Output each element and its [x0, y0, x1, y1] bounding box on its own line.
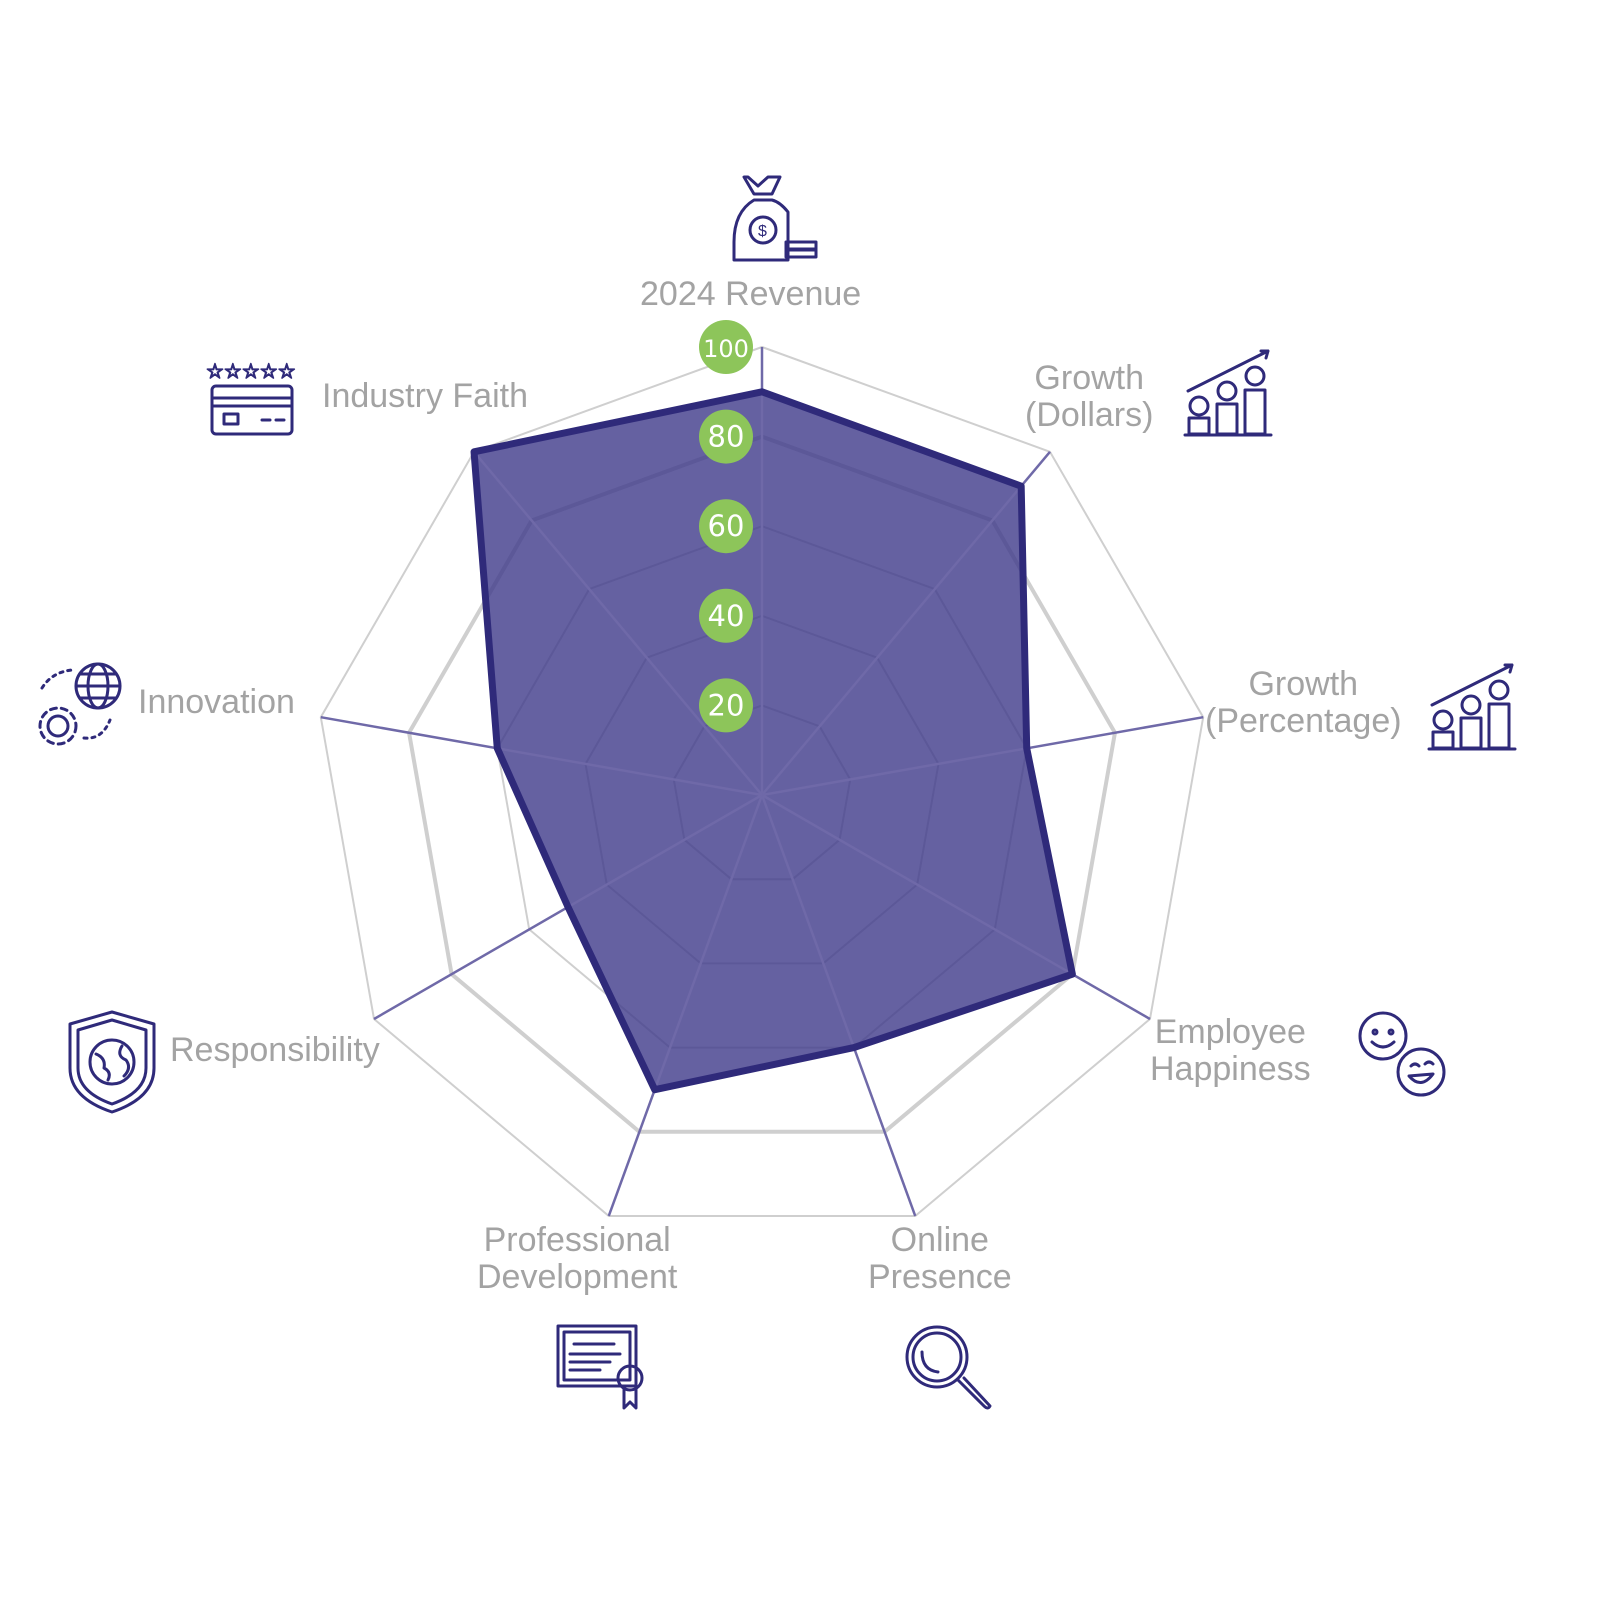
label-line: Professional	[483, 1221, 671, 1259]
label-line: Employee	[1154, 1013, 1306, 1051]
tick-badge	[699, 409, 753, 464]
tick-badge	[699, 588, 753, 643]
tick-label: 80	[708, 420, 745, 454]
svg-text:$: $	[758, 223, 767, 240]
tick-label: 40	[708, 599, 745, 633]
label-line: Development	[477, 1258, 678, 1296]
label-line: Responsibility	[170, 1031, 380, 1069]
axis-spoke	[761, 793, 1151, 1021]
axis-spoke	[760, 794, 917, 1217]
money-bag-icon: $	[728, 172, 823, 269]
label-line: 2024 Revenue	[640, 275, 862, 313]
label-line: (Percentage)	[1205, 702, 1402, 740]
data-point	[473, 450, 476, 453]
label-line: Online	[890, 1221, 989, 1259]
data-area	[474, 391, 1073, 1090]
axis-spoke	[761, 715, 1204, 797]
data-point	[852, 1046, 855, 1049]
axis-spoke	[473, 451, 763, 796]
axis-label-responsibility: Responsibility	[170, 1032, 380, 1069]
axis-spoke	[320, 715, 763, 797]
label-line: Happiness	[1150, 1050, 1311, 1088]
smiley-faces-icon	[1355, 1008, 1450, 1108]
tick-badge	[699, 320, 753, 374]
data-point	[1020, 485, 1023, 488]
svg-text:☆☆☆☆☆: ☆☆☆☆☆	[206, 361, 296, 383]
coins-growth-icon	[1183, 346, 1275, 443]
data-point	[1071, 973, 1074, 976]
data-point	[761, 390, 763, 393]
tick-badge	[699, 499, 753, 554]
axis-spoke	[607, 794, 764, 1217]
label-line: Growth	[1034, 359, 1145, 397]
tick-label: 60	[708, 509, 745, 543]
magnifier-icon	[902, 1322, 997, 1422]
certificate-icon	[554, 1322, 649, 1422]
coins-growth-icon	[1427, 660, 1519, 757]
data-point	[653, 1088, 656, 1091]
grid-ring-80	[406, 434, 1118, 1134]
globe-gear-icon	[32, 658, 127, 758]
label-line: Industry Faith	[322, 377, 528, 415]
shield-globe-icon	[66, 1008, 161, 1123]
label-line: Presence	[868, 1258, 1012, 1296]
axis-label-revenue: 2024 Revenue	[640, 276, 861, 313]
data-point	[567, 906, 570, 908]
data-point	[1025, 747, 1028, 750]
axis-label-growth-percentage: Growth(Percentage)	[1205, 666, 1402, 740]
label-line: (Dollars)	[1025, 396, 1154, 434]
data-point	[496, 747, 499, 750]
axis-spoke	[761, 451, 1051, 796]
tick-badge	[699, 678, 753, 733]
axis-label-industry-faith: Industry Faith	[322, 378, 528, 415]
axis-label-innovation: Innovation	[138, 684, 295, 721]
label-line: Innovation	[138, 683, 295, 721]
axis-label-growth-dollars: Growth(Dollars)	[1025, 360, 1153, 434]
label-line: Growth	[1248, 665, 1359, 703]
tick-label: 100	[703, 335, 749, 363]
tick-label: 20	[708, 688, 745, 722]
grid-ring-100	[319, 345, 1205, 1217]
data-outline	[470, 388, 1076, 1094]
rating-card-icon: ☆☆☆☆☆	[205, 346, 301, 443]
